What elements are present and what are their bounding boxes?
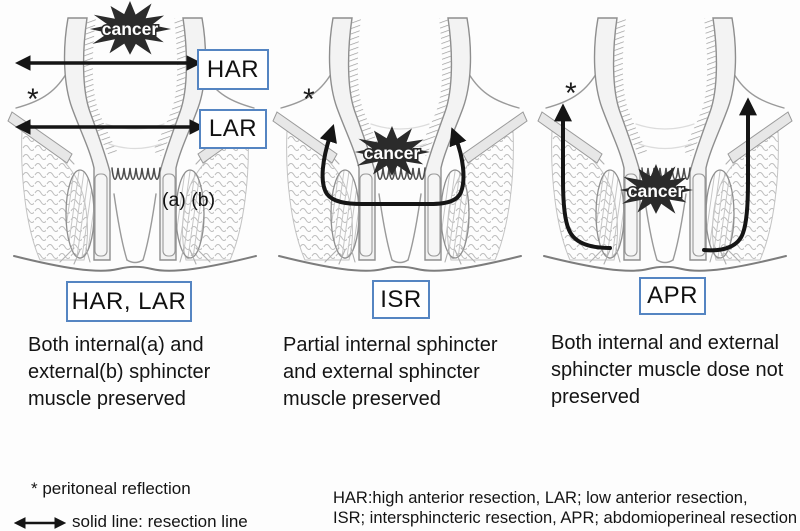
panel-apr-overlay: cancer * — [554, 77, 757, 253]
panel-isr-overlay: cancer * — [303, 83, 467, 206]
panel-title-box-har-lar: HAR, LAR — [66, 281, 192, 322]
panel-har-lar-overlay: cancer * (a) (b) — [14, 1, 215, 211]
anatomy-figure-svg: cancer * (a) (b) cancer * cancer * — [7, 1, 793, 272]
panel-title-box-isr: ISR — [372, 280, 430, 319]
peritoneal-reflection-asterisk: * — [27, 83, 39, 116]
apr-resection-line-left — [554, 103, 612, 250]
legend-abbreviations: HAR:high anterior resection, LAR; low an… — [333, 489, 798, 528]
sphincter-ab-label: (a) (b) — [162, 189, 215, 211]
legend-solid-line: solid line: resection line — [72, 512, 248, 531]
har-label-box: HAR — [197, 49, 269, 90]
cancer-label: cancer — [628, 181, 685, 201]
lar-label-box: LAR — [199, 109, 267, 149]
isr-resection-line — [319, 123, 467, 206]
peritoneal-reflection-asterisk: * — [303, 83, 315, 116]
description-har-lar: Both internal(a) and external(b) sphinct… — [28, 334, 211, 410]
description-apr: Both internal and external sphincter mus… — [551, 332, 784, 408]
apr-resection-line-right — [702, 97, 757, 253]
legend-peritoneal-reflection: * peritoneal reflection — [31, 479, 191, 498]
peritoneal-reflection-asterisk: * — [565, 77, 577, 110]
cancer-label: cancer — [102, 19, 159, 39]
anatomy-illustration-apr — [537, 17, 793, 272]
double-arrow-icon — [13, 517, 67, 529]
panel-title-box-apr: APR — [639, 277, 706, 315]
cancer-label: cancer — [364, 143, 421, 163]
description-isr: Partial internal sphincter and external … — [283, 334, 498, 410]
